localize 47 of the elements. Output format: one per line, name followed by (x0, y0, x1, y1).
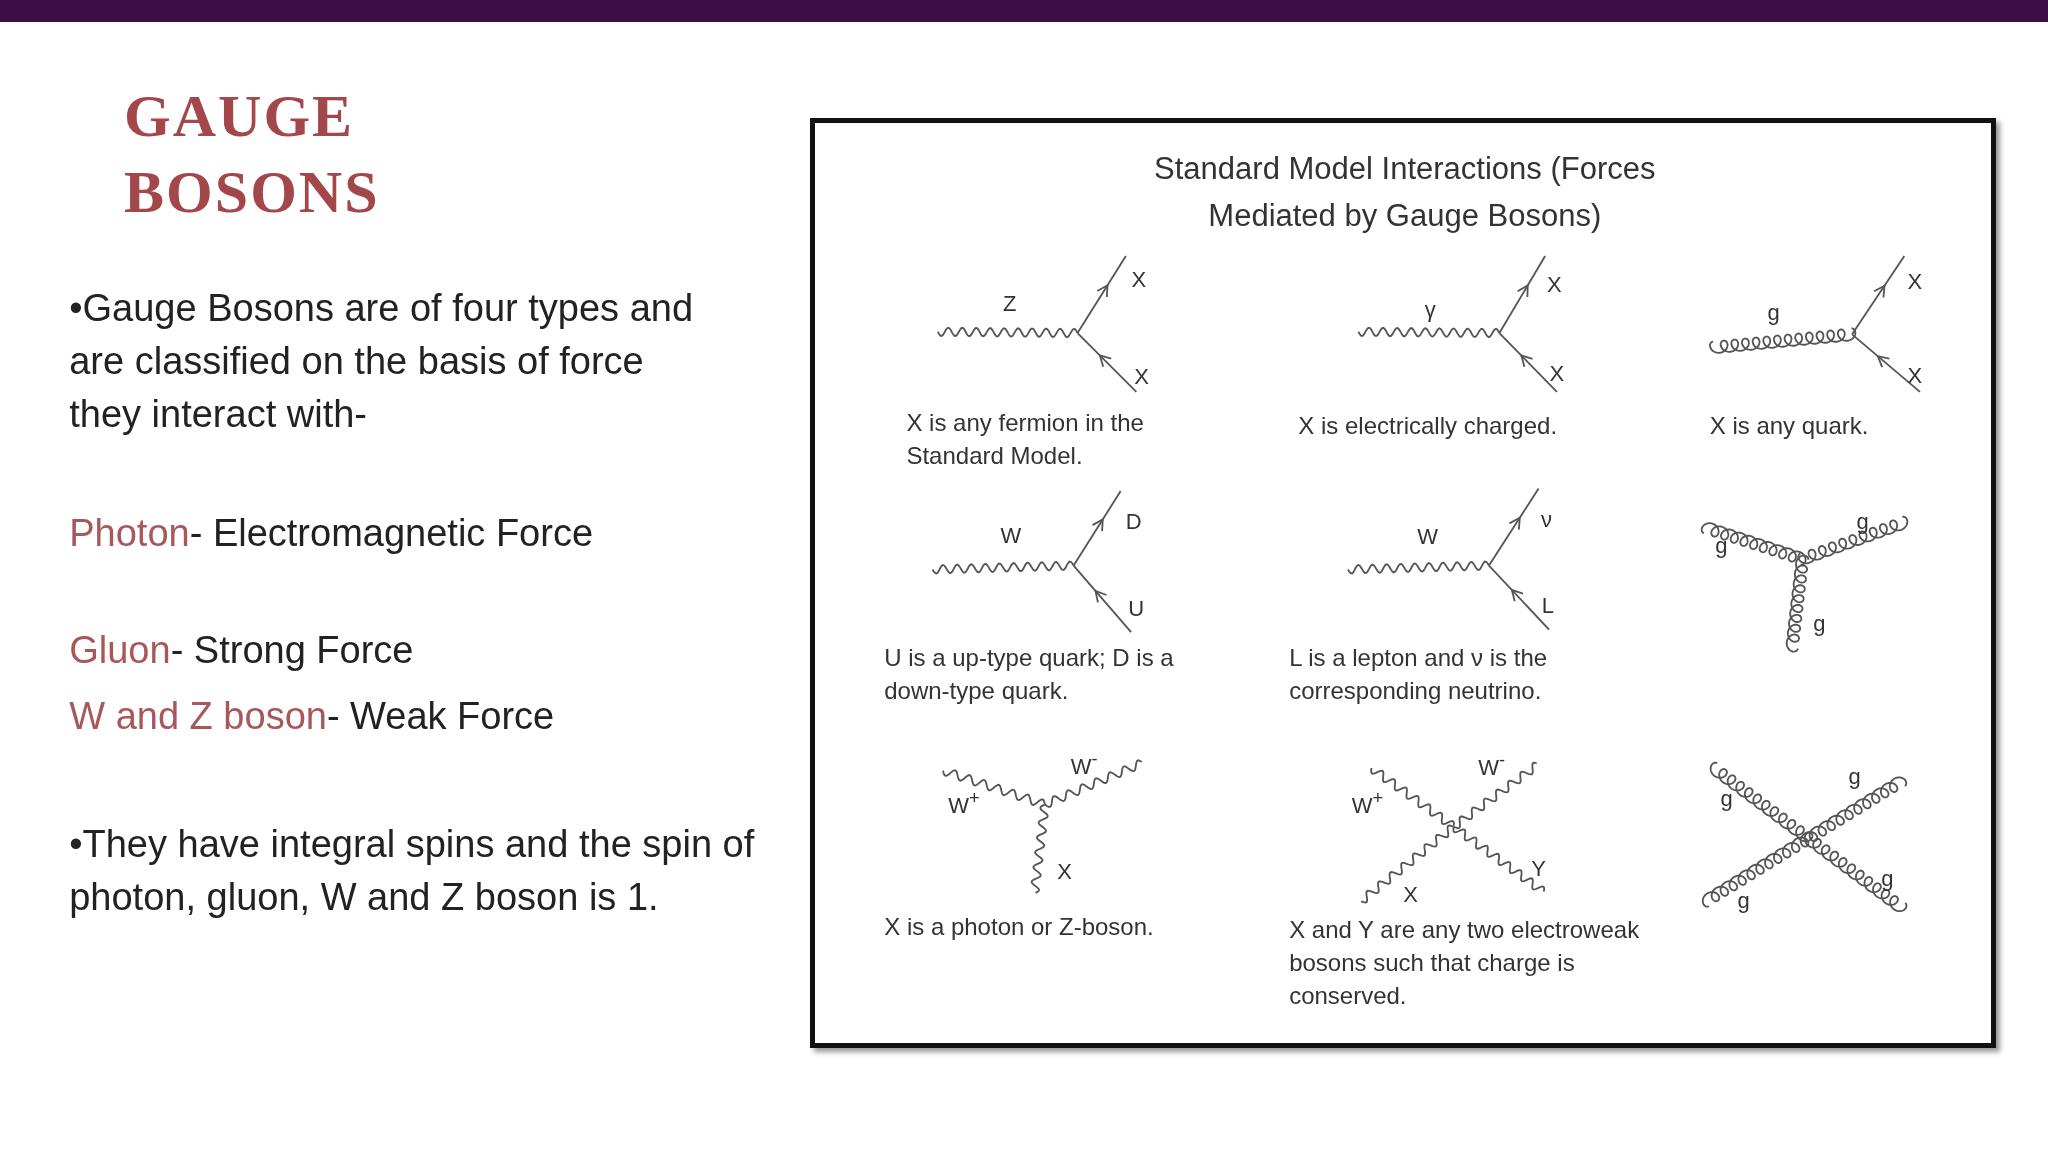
boson-name: Photon (69, 511, 190, 554)
particle-label: W (1000, 524, 1022, 547)
particle-label: g (1715, 534, 1728, 557)
particle-label: W (1417, 525, 1438, 548)
bullet-text: •Gauge Bosons are of four types and are classified on the basis of force they interact with- (69, 286, 695, 438)
particle-label: g (1856, 511, 1869, 534)
particle-label: X (1131, 268, 1147, 291)
particle-label: X (1403, 883, 1418, 906)
particle-label: W$^{+}$ (948, 789, 980, 817)
slide-title: GAUGE BOSONS (124, 82, 381, 228)
particle-label: γ (1424, 298, 1436, 321)
force-text: - Strong Force (170, 629, 414, 672)
particle-label: X (1907, 271, 1923, 294)
particle-label: X (1057, 861, 1072, 884)
particle-label: X (1546, 273, 1562, 296)
boson-name: Gluon (69, 629, 171, 672)
panel-heading: Standard Model Interactions (Forces Mediated by Gauge Bosons) (1153, 149, 1657, 235)
boson-name: W and Z boson (69, 694, 327, 737)
particle-label: U (1128, 597, 1145, 620)
diagram-caption: X is a photon or Z-boson. (884, 912, 1155, 943)
particle-label: X (1134, 366, 1149, 389)
particle-label: g (1848, 766, 1861, 789)
particle-label: D (1125, 511, 1142, 534)
bullet-text: •They have integral spins and the spin of photon, gluon, W and Z boson is 1. (69, 821, 756, 920)
diagram-caption: X is any quark. (1709, 410, 1870, 441)
particle-label: X (1549, 362, 1565, 385)
particle-label: ν (1540, 508, 1552, 531)
force-text: - Weak Force (326, 694, 555, 737)
particle-label: L (1541, 595, 1554, 618)
particle-label: X (1907, 365, 1923, 388)
diagram-caption: X and Y are any two electroweak bosons such that charge is conserved. (1289, 914, 1641, 1011)
diagram-caption: L is a lepton and ν is the corresponding neutrino. (1289, 643, 1549, 707)
figure-panel (809, 117, 1996, 1048)
particle-label: W$^{+}$ (1351, 789, 1384, 817)
particle-label: Y (1531, 857, 1546, 880)
particle-label: W$^{-}$ (1478, 751, 1505, 780)
particle-label: g (1737, 890, 1750, 913)
particle-label: g (1767, 302, 1780, 325)
force-text: - Electromagnetic Force (189, 511, 594, 554)
diagram-caption: U is a up-type quark; D is a down-type quark. (884, 643, 1175, 707)
diagram-caption: X is electrically charged. (1298, 410, 1559, 441)
particle-label: g (1881, 868, 1894, 890)
particle-label: Z (1002, 293, 1017, 316)
diagram-caption: X is any fermion in the Standard Model. (906, 408, 1145, 472)
particle-label: g (1813, 613, 1826, 636)
particle-label: W$^{-}$ (1070, 750, 1098, 778)
particle-label: g (1720, 788, 1733, 811)
